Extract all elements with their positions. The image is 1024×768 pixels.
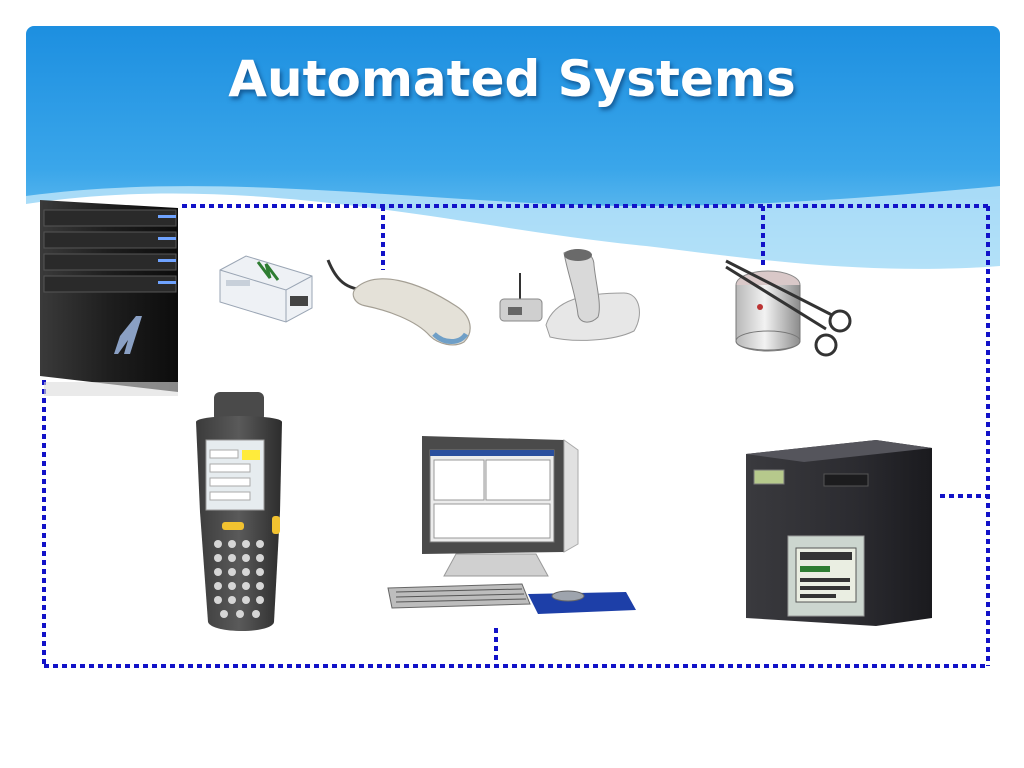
wireless-scanner-cradle-icon — [494, 245, 644, 345]
label-printer-icon — [744, 428, 936, 628]
desktop-workstation-icon — [386, 436, 641, 616]
serial-converter-icon — [216, 250, 316, 325]
slide-title: Automated Systems — [228, 50, 796, 108]
specimen-cup-forceps-icon — [722, 255, 857, 370]
server-tower-icon — [38, 196, 183, 411]
barcode-scanner-icon — [326, 250, 476, 350]
handheld-terminal-icon — [192, 392, 287, 637]
